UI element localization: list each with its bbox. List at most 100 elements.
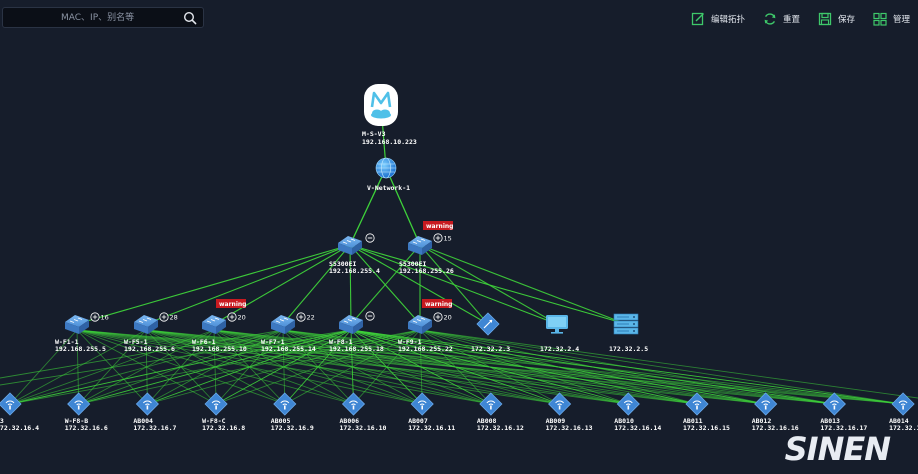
collapse-button[interactable] — [365, 311, 375, 321]
warning-badge: warning — [216, 299, 246, 308]
server-icon — [613, 313, 639, 335]
link-aggregation-access — [9, 329, 147, 405]
access-point-ip: 172.32.16.15 — [683, 424, 730, 432]
aggregation-node[interactable]: 172.32.2.3 — [471, 312, 510, 353]
access-point-name: AB006 — [340, 417, 360, 425]
monitor-icon — [546, 315, 568, 334]
manage-label: 管理 — [892, 15, 910, 25]
collapse-button[interactable] — [365, 233, 375, 243]
access-point-ip: 172.32.16.14 — [614, 424, 661, 432]
save-label: 保存 — [837, 15, 855, 25]
access-point-icon — [754, 392, 778, 416]
access-point-ip: 172.32.16.10 — [340, 424, 387, 432]
network-node-name: V-Network-1 — [367, 184, 410, 192]
search-icon[interactable] — [183, 11, 197, 25]
switch-icon — [202, 315, 226, 334]
switch-icon — [408, 315, 432, 334]
link-aggregation-access — [419, 329, 904, 405]
link-aggregation-offscreen — [0, 329, 284, 379]
access-point-icon — [341, 392, 366, 416]
link-core-aggregation — [349, 244, 421, 325]
access-point-node[interactable]: 03172.32.16.4 — [0, 392, 39, 432]
search-input[interactable] — [3, 8, 173, 27]
aggregation-node-ip: 172.32.2.3 — [471, 345, 510, 353]
manage-icon — [873, 12, 887, 26]
expand-button[interactable]: 16 — [90, 312, 109, 322]
access-point-ip: 172.32.16.18 — [889, 424, 918, 432]
expand-count: 20 — [444, 313, 452, 321]
core-switch-ip: 192.168.255.26 — [399, 267, 454, 275]
manage-button[interactable]: 管理 — [873, 12, 910, 26]
switch-icon — [408, 236, 432, 255]
aggregation-node-name: W-F6-1 — [192, 338, 216, 346]
access-point-name: AB007 — [408, 417, 428, 425]
access-point-icon — [204, 392, 228, 416]
expand-button[interactable]: 22 — [296, 312, 315, 322]
link-network-core — [385, 167, 421, 246]
refresh-icon — [764, 13, 776, 25]
switch-icon — [65, 315, 89, 334]
watermark-text: SINEN — [784, 430, 891, 468]
link-aggregation-access — [419, 329, 560, 405]
toolbar: 编辑拓扑 重置 保存 管理 — [673, 11, 910, 27]
reset-button[interactable]: 重置 — [763, 12, 800, 26]
expand-count: 20 — [238, 313, 246, 321]
core-switch-name: S5300EI — [399, 260, 426, 268]
expand-button[interactable]: 28 — [159, 312, 178, 322]
link-aggregation-access — [419, 329, 423, 405]
root-node-ip: 192.168.10.223 — [362, 138, 417, 146]
aggregation-node[interactable]: 172.32.2.5 — [609, 313, 648, 353]
access-point-name: AB014 — [889, 417, 909, 425]
core-switch-name: S5300EI — [329, 260, 356, 268]
link-aggregation-access — [419, 329, 629, 405]
expand-count: 22 — [307, 313, 315, 321]
link-aggregation-access — [353, 329, 421, 405]
access-point-icon — [410, 392, 434, 416]
link-core-aggregation — [282, 244, 351, 325]
access-point-name: AB011 — [683, 417, 703, 425]
link-aggregation-access — [419, 329, 492, 405]
link-aggregation-access — [147, 329, 421, 405]
access-point-icon — [548, 392, 572, 416]
access-point-icon — [891, 392, 915, 416]
expand-button[interactable]: 20 — [227, 312, 246, 322]
expand-button[interactable]: 20 — [433, 312, 452, 322]
aggregation-node[interactable]: 172.32.2.4 — [540, 315, 579, 353]
link-aggregation-access — [9, 329, 352, 405]
access-point-ip: 172.32.16.11 — [408, 424, 455, 432]
expand-button[interactable]: 15 — [433, 233, 452, 243]
save-button[interactable]: 保存 — [818, 12, 855, 26]
network-node[interactable]: V-Network-1 — [367, 157, 410, 192]
expand-count: 16 — [101, 313, 109, 321]
edit-topology-button[interactable]: 编辑拓扑 — [691, 12, 745, 26]
link-core-aggregation — [145, 244, 351, 325]
aggregation-node-name: W-F1-1 — [55, 338, 79, 346]
access-point-ip: 172.32.16.7 — [133, 424, 176, 432]
watermark-logo: SINEN — [784, 430, 891, 468]
aggregation-node-ip: 192.168.255.22 — [398, 345, 453, 353]
access-point-icon — [0, 392, 22, 416]
